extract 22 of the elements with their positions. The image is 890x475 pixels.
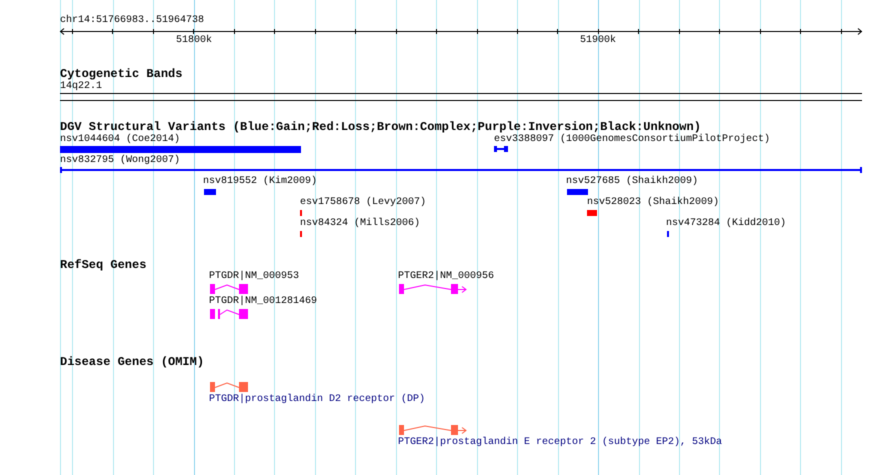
- track-label: nsv1044604 (Coe2014): [60, 134, 180, 146]
- track-label: nsv84324 (Mills2006): [300, 218, 420, 230]
- scale-label: 51900k: [580, 35, 616, 47]
- track-label: nsv819552 (Kim2009): [203, 176, 318, 188]
- track-label: PTGDR|NM_001281469: [209, 296, 318, 308]
- track-label: PTGDR|NM_000953: [209, 271, 300, 283]
- track-label: nsv832795 (Wong2007): [60, 155, 180, 167]
- track-label: esv1758678 (Levy2007): [300, 197, 426, 209]
- gene-label: PTGDR|prostaglandin D2 receptor (DP): [209, 394, 426, 406]
- position-label: chr14:51766983..51964738: [60, 15, 204, 27]
- track-title: Disease Genes (OMIM): [60, 355, 204, 369]
- track-title: DGV Structural Variants (Blue:Gain;Red:Loss;Brown:Complex;Purple:Inversion;Black:Unknown): [60, 120, 701, 134]
- track-title: Cytogenetic Bands: [60, 67, 182, 81]
- scale-label: 51800k: [176, 35, 212, 47]
- track-label: nsv527685 (Shaikh2009): [566, 176, 698, 188]
- track-label: nsv528023 (Shaikh2009): [587, 197, 720, 209]
- track-label: 14q22.1: [60, 81, 102, 93]
- track-label: PTGER2|NM_000956: [398, 271, 494, 283]
- gene-label: PTGER2|prostaglandin E receptor 2 (subtype EP2), 53kDa: [398, 437, 722, 449]
- track-label: esv3388097 (1000GenomesConsortiumPilotProject): [494, 134, 770, 146]
- track-title: RefSeq Genes: [60, 258, 146, 272]
- track-label: nsv473284 (Kidd2010): [666, 218, 786, 230]
